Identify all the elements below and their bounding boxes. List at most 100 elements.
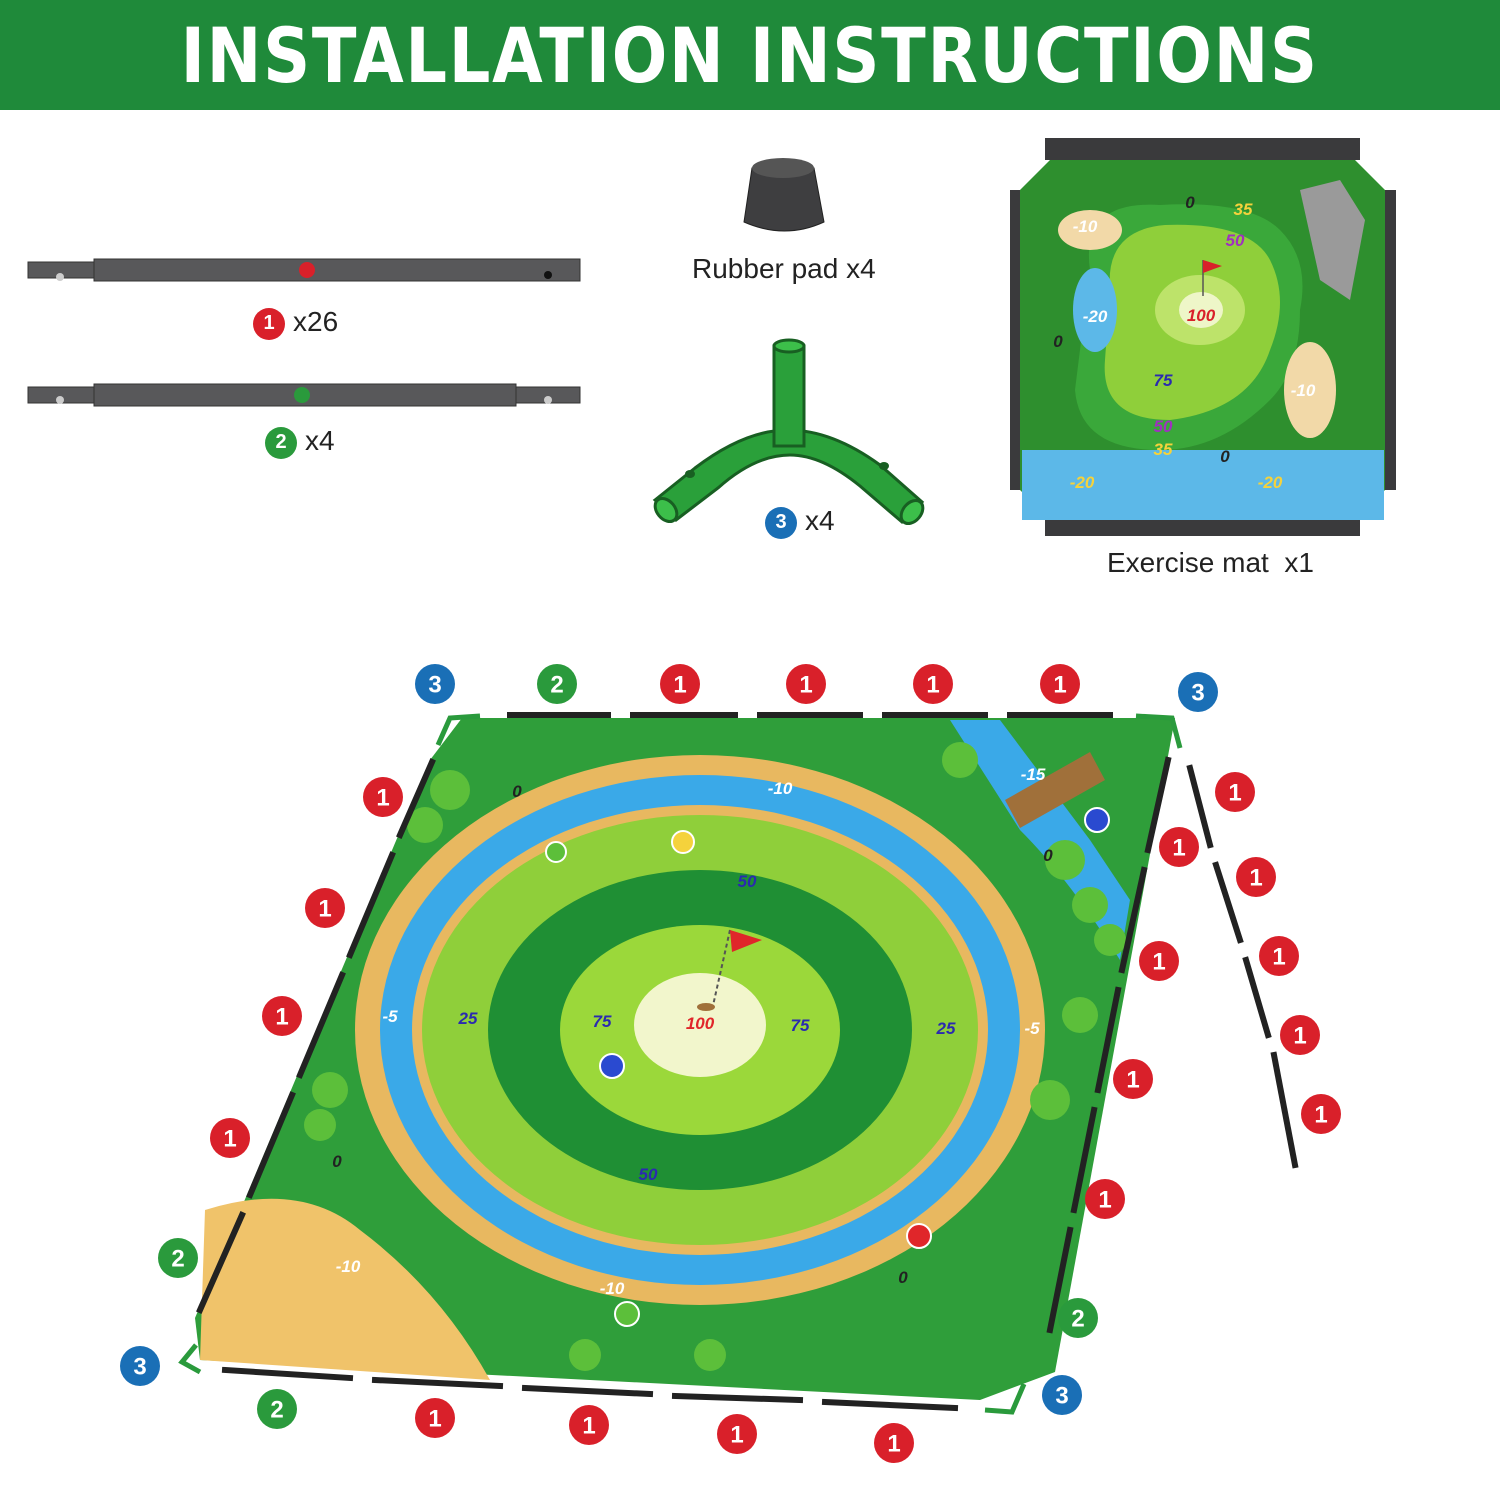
assembly-badge-part-2: 2 (537, 664, 577, 704)
svg-text:-20: -20 (1070, 473, 1095, 492)
badge-number: 1 (1314, 1102, 1327, 1129)
badge-number: 3 (133, 1354, 146, 1381)
svg-text:75: 75 (1154, 371, 1173, 390)
assembly-badge-part-1: 1 (660, 664, 700, 704)
svg-text:-20: -20 (1083, 307, 1108, 326)
rod-2-quantity: x4 (305, 425, 335, 456)
mat-score-inner-right: 75 (791, 1016, 810, 1035)
exercise-mat-illustration: -10 0 35 50 -20 100 0 75 -10 50 35 0 -20… (1010, 138, 1396, 536)
svg-text:0: 0 (1220, 447, 1230, 466)
assembly-badge-part-1: 1 (363, 777, 403, 817)
mat-score-sand-left: -5 (382, 1007, 398, 1026)
mat-score-river-top: -10 (768, 779, 793, 798)
badge-number: 1 (1293, 1023, 1306, 1050)
assembly-badge-part-3: 3 (1042, 1375, 1082, 1415)
svg-text:-10: -10 (1073, 217, 1098, 236)
mat-score-middle-bottom: 50 (639, 1165, 658, 1184)
badge-number: 1 (799, 672, 812, 699)
badge-number: 1 (1249, 865, 1262, 892)
part-2-badge: 2 (265, 427, 297, 459)
assembly-badge-part-1: 1 (262, 996, 302, 1036)
svg-text:0: 0 (1053, 332, 1063, 351)
assembly-badge-part-1: 1 (1236, 857, 1276, 897)
badge-number: 1 (275, 1004, 288, 1031)
assembly-diagram: 100 75 75 50 50 25 25 -10 -10 -15 -5 -5 … (0, 640, 1500, 1500)
mat-score-center: 100 (686, 1014, 715, 1033)
svg-text:35: 35 (1154, 440, 1173, 459)
badge-number: 2 (171, 1246, 184, 1273)
mat-score-outer-right: 25 (936, 1019, 956, 1038)
badge-number: 3 (1191, 680, 1204, 707)
rubber-pad-illustration (744, 158, 824, 231)
mat-score-sand-right: -5 (1024, 1019, 1040, 1038)
badge-number: 1 (1172, 835, 1185, 862)
mat-score-rough-4: 0 (898, 1268, 908, 1287)
badge-number: 1 (1228, 780, 1241, 807)
badge-number: 1 (1152, 949, 1165, 976)
svg-text:35: 35 (1234, 200, 1253, 219)
assembled-mat: 100 75 75 50 50 25 25 -10 -10 -15 -5 -5 … (195, 718, 1175, 1400)
assembly-badge-part-1: 1 (1040, 664, 1080, 704)
svg-text:-10: -10 (1291, 381, 1316, 400)
page-title: INSTALLATION INSTRUCTIONS (181, 11, 1319, 100)
mat-score-river-right: -15 (1021, 765, 1046, 784)
mat-score-outer-left: 25 (458, 1009, 478, 1028)
rod-2-caption: 2 x4 (265, 425, 335, 459)
rubber-pad-caption: Rubber pad x4 (692, 253, 876, 285)
svg-text:100: 100 (1187, 306, 1216, 325)
badge-number: 2 (270, 1397, 283, 1424)
badge-number: 2 (550, 672, 563, 699)
badge-number: 1 (1272, 944, 1285, 971)
badge-number: 3 (428, 672, 441, 699)
rod-1-illustration (28, 259, 580, 281)
assembly-badge-part-1: 1 (1215, 772, 1255, 812)
assembly-badge-part-1: 1 (1159, 827, 1199, 867)
header-banner: INSTALLATION INSTRUCTIONS (0, 0, 1500, 110)
assembly-badge-part-1: 1 (1259, 936, 1299, 976)
assembly-badge-part-1: 1 (1301, 1094, 1341, 1134)
badge-number: 2 (1071, 1306, 1084, 1333)
exercise-mat-caption: Exercise mat x1 (1107, 547, 1314, 579)
assembly-badge-part-1: 1 (1139, 941, 1179, 981)
badge-number: 1 (673, 672, 686, 699)
assembly-badge-part-1: 1 (415, 1398, 455, 1438)
badge-number: 1 (1053, 672, 1066, 699)
badge-number: 1 (1126, 1067, 1139, 1094)
mat-score-middle-top: 50 (738, 872, 757, 891)
badge-number: 1 (376, 785, 389, 812)
svg-text:50: 50 (1226, 231, 1245, 250)
badge-number: 1 (582, 1413, 595, 1440)
assembly-badge-part-1: 1 (874, 1423, 914, 1463)
badge-number: 1 (318, 896, 331, 923)
badge-number: 1 (730, 1422, 743, 1449)
rod-1-quantity: x26 (293, 306, 338, 337)
assembly-badge-part-1: 1 (1280, 1015, 1320, 1055)
part-1-badge: 1 (253, 308, 285, 340)
assembly-badge-part-2: 2 (158, 1238, 198, 1278)
connector-quantity: x4 (805, 505, 835, 536)
assembly-badge-part-1: 1 (569, 1405, 609, 1445)
parts-illustrations: -10 0 35 50 -20 100 0 75 -10 50 35 0 -20… (0, 110, 1500, 710)
assembly-badge-part-3: 3 (415, 664, 455, 704)
assembly-badge-part-3: 3 (1178, 672, 1218, 712)
assembly-badge-part-1: 1 (305, 888, 345, 928)
mat-score-rough-2: 0 (1043, 846, 1053, 865)
mat-score-inner-left: 75 (593, 1012, 612, 1031)
badge-number: 1 (926, 672, 939, 699)
mat-score-sand-bunker: -10 (336, 1257, 361, 1276)
mat-score-rough-3: 0 (332, 1152, 342, 1171)
assembly-badge-part-1: 1 (786, 664, 826, 704)
assembly-badge-part-1: 1 (913, 664, 953, 704)
assembly-badge-part-1: 1 (1113, 1059, 1153, 1099)
mat-score-river-bottom: -10 (600, 1279, 625, 1298)
svg-text:-20: -20 (1258, 473, 1283, 492)
assembly-badge-part-1: 1 (210, 1118, 250, 1158)
badge-number: 1 (223, 1126, 236, 1153)
assembly-badge-part-1: 1 (1085, 1179, 1125, 1219)
rod-1-caption: 1 x26 (253, 306, 338, 340)
badge-number: 1 (887, 1431, 900, 1458)
svg-text:50: 50 (1154, 417, 1173, 436)
badge-number: 1 (1098, 1187, 1111, 1214)
assembly-badge-part-2: 2 (257, 1389, 297, 1429)
